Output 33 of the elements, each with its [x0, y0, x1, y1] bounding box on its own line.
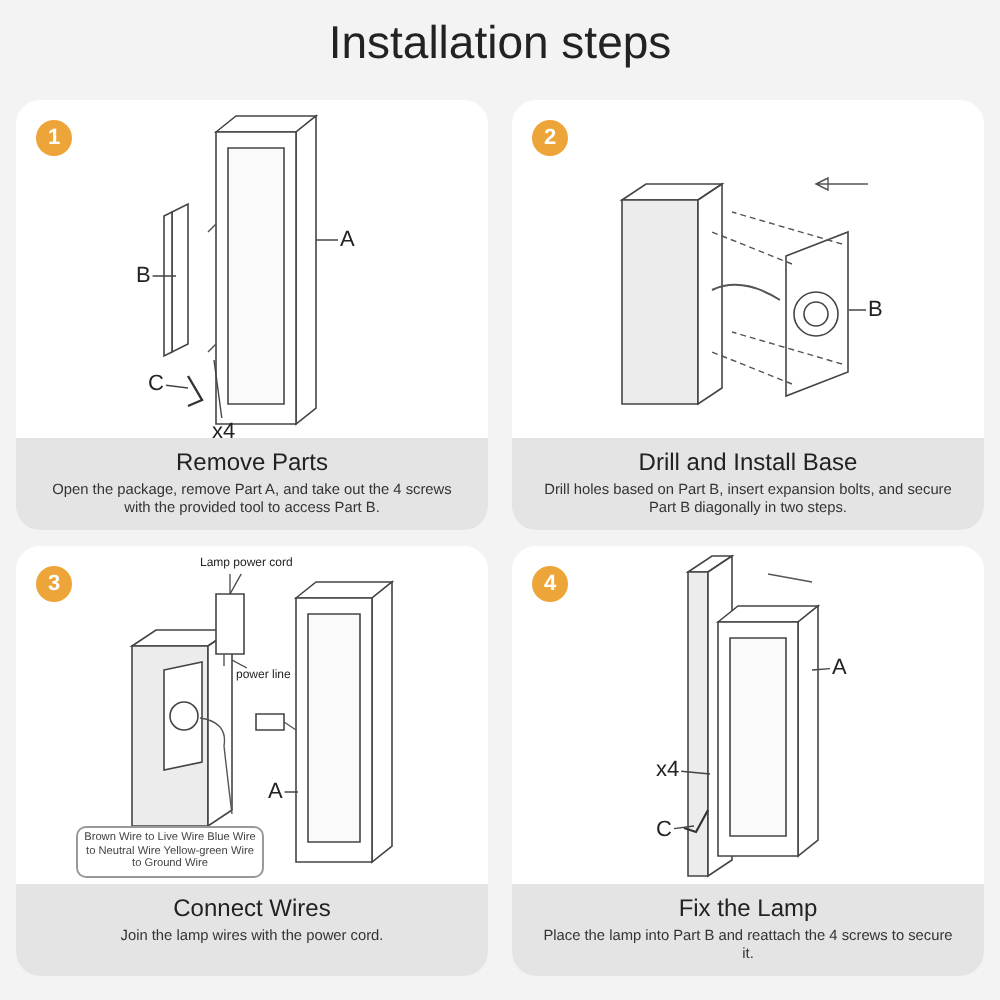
- leader-line: [229, 573, 242, 595]
- quantity-label: x4: [212, 420, 236, 444]
- step-heading: Drill and Install Base: [636, 448, 860, 476]
- leader-line: [283, 791, 299, 793]
- leader-line: [165, 384, 189, 389]
- quantity-label: x4: [656, 758, 680, 782]
- step-number-badge: 2: [532, 120, 568, 156]
- step-number-badge: 4: [532, 566, 568, 602]
- step-heading: Connect Wires: [171, 894, 333, 922]
- leader-line: [151, 275, 177, 277]
- step-number-badge: 3: [36, 566, 72, 602]
- step-heading: Fix the Lamp: [676, 894, 820, 922]
- page-title: Installation steps: [326, 16, 674, 70]
- part-label: C: [656, 818, 672, 842]
- part-label: A: [832, 656, 847, 680]
- step-card: [16, 546, 488, 976]
- step-heading: Remove Parts: [173, 448, 331, 476]
- part-label: B: [136, 264, 151, 288]
- part-label: A: [268, 780, 283, 804]
- step-number-badge: 1: [36, 120, 72, 156]
- leader-line: [673, 825, 695, 830]
- leader-line: [213, 359, 223, 419]
- leader-line: [231, 659, 248, 669]
- step-card: [16, 100, 488, 530]
- part-label: C: [148, 372, 164, 396]
- leader-line: [680, 770, 711, 775]
- leader-line: [315, 239, 339, 241]
- step-card: [512, 100, 984, 530]
- leader-line: [811, 667, 831, 671]
- leader-line: [848, 309, 867, 311]
- step-card: [512, 546, 984, 976]
- part-label: B: [868, 298, 883, 322]
- part-label: A: [340, 228, 355, 252]
